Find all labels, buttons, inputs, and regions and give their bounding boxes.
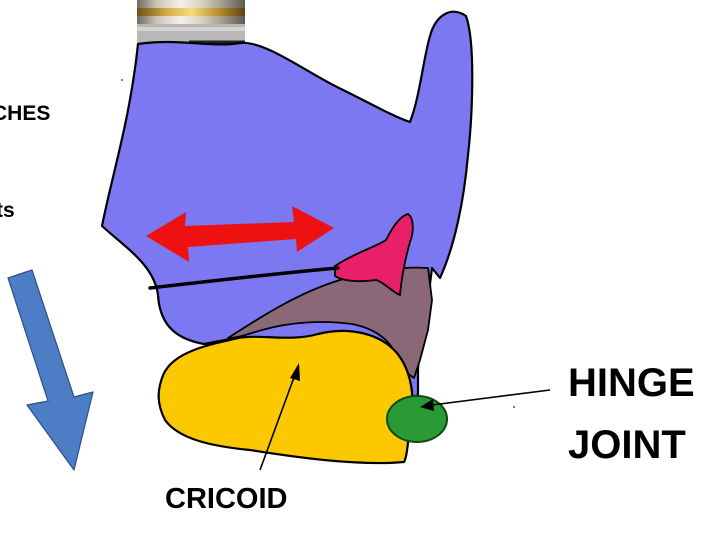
left-label-clip-2: ts bbox=[0, 200, 40, 228]
cricoid-label: CRICOID bbox=[165, 485, 287, 514]
hinge-joint-shape bbox=[387, 396, 447, 442]
hinge-label-line-1: HINGE bbox=[568, 363, 695, 403]
cricoid-cartilage-shape bbox=[159, 331, 413, 463]
metal-cylinder-icon bbox=[137, 0, 245, 44]
hinge-label-line-2: JOINT bbox=[568, 425, 686, 465]
left-label-line-2: ts bbox=[0, 200, 15, 221]
left-label-line-1: CHES bbox=[0, 103, 50, 124]
down-arrow-icon bbox=[8, 270, 93, 470]
left-label-clip-1: CHES bbox=[0, 103, 90, 131]
